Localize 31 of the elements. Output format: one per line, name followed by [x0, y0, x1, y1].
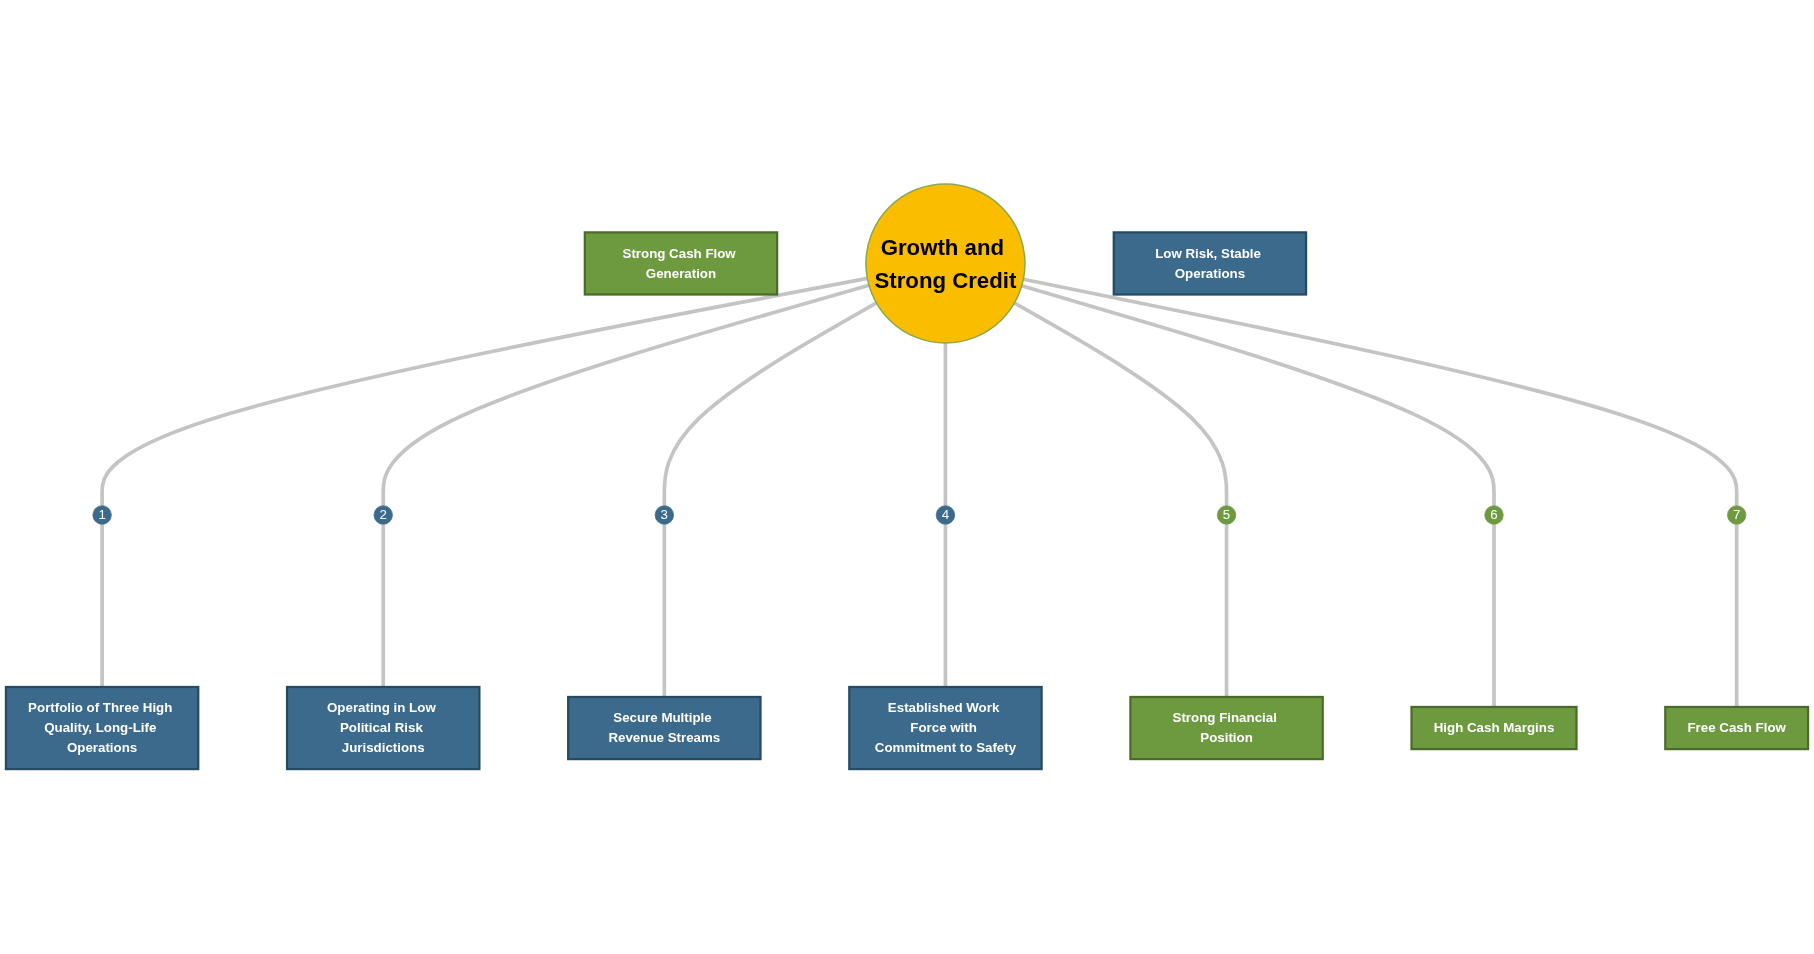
node-circle: 2	[373, 505, 393, 526]
connector	[662, 524, 667, 698]
node-box: Established Work Force with Commitment to Safety	[848, 686, 1043, 771]
node-box: Free Cash Flow	[1664, 706, 1810, 751]
connector	[100, 277, 868, 507]
node-box: Strong Financial Position	[1129, 696, 1324, 761]
node-circle: Growth and Strong Credit	[865, 183, 1026, 345]
connector	[100, 524, 104, 688]
node-box: High Cash Margins	[1410, 706, 1578, 751]
node-box: Secure Multiple Revenue Streams	[567, 696, 762, 761]
connector	[1734, 524, 1739, 708]
connector	[381, 524, 386, 688]
connector	[943, 343, 948, 507]
connector	[1013, 301, 1229, 507]
node-circle: 1	[92, 505, 112, 526]
node-circle: 7	[1727, 505, 1747, 526]
node-box: Operating in Low Political Risk Jurisdictions	[285, 686, 481, 771]
node-box: Low Risk, Stable Operations	[1112, 231, 1308, 297]
node-circle: 4	[935, 505, 956, 526]
connector	[1224, 524, 1229, 698]
connector	[1492, 524, 1496, 708]
node-circle: 5	[1216, 505, 1237, 526]
node-box: Portfolio of Three High Quality, Long-Life Operations	[4, 686, 200, 771]
connector	[1021, 284, 1496, 507]
connector	[943, 524, 948, 688]
connector	[1023, 277, 1739, 507]
connector	[381, 284, 870, 507]
connector	[662, 301, 878, 507]
node-box: Strong Cash Flow Generation	[583, 231, 779, 297]
node-circle: 3	[654, 505, 674, 526]
node-circle: 6	[1484, 505, 1504, 526]
